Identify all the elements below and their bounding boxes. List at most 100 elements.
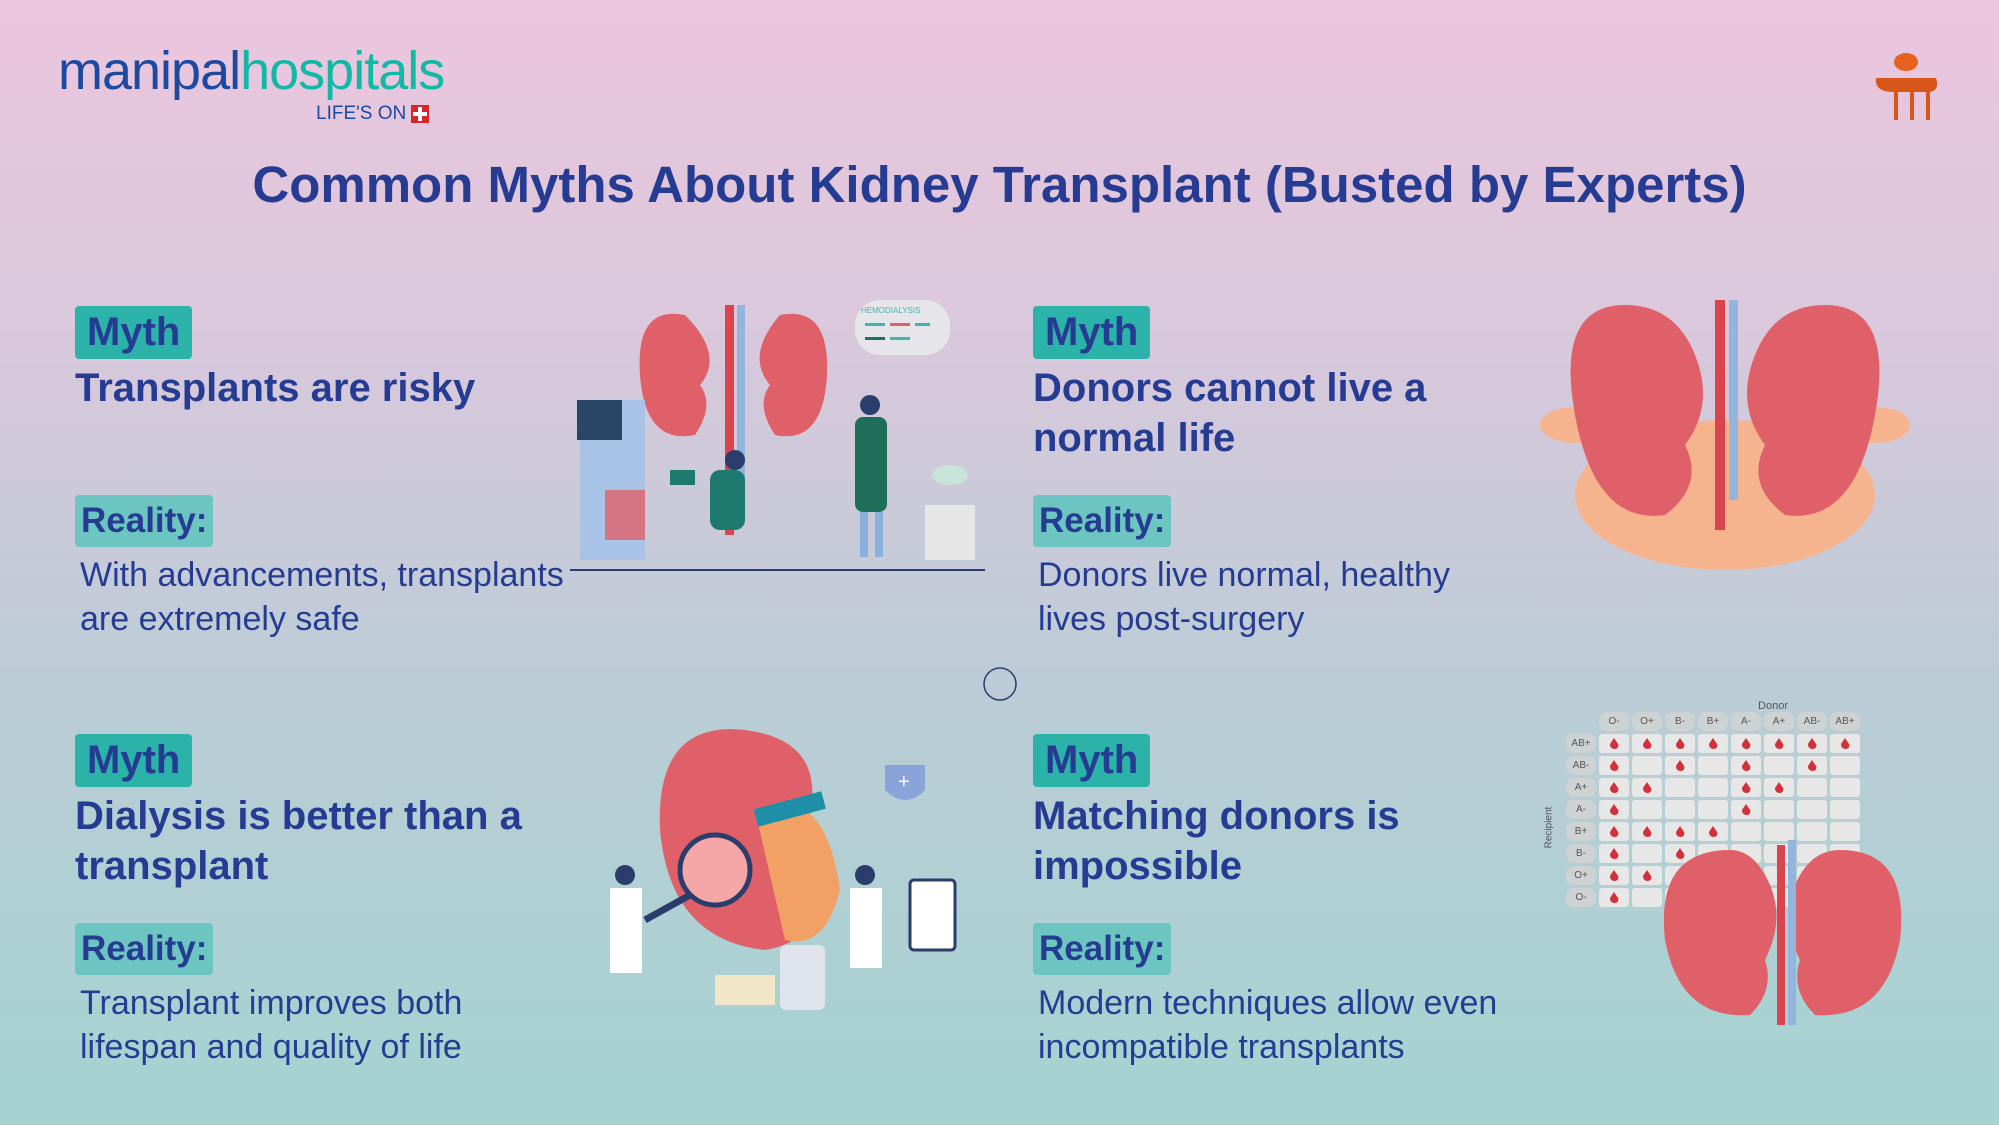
compat-cell [1665, 822, 1695, 841]
blood-drop-icon [1609, 738, 1619, 749]
reality-badge: Reality: [75, 495, 214, 547]
myth-text: Donors cannot live a normal life [1033, 366, 1427, 460]
compat-cell [1632, 888, 1662, 907]
myth-text: Dialysis is better than a transplant [75, 794, 522, 888]
compat-cell [1764, 778, 1794, 797]
donor-axis-label: Donor [1758, 700, 1788, 712]
donor-header: AB- [1797, 712, 1827, 731]
hemodialysis-illustration: HEMODIALYSIS [570, 300, 985, 571]
compat-cell [1731, 756, 1761, 775]
compat-cell [1599, 734, 1629, 753]
blood-drop-icon [1675, 826, 1685, 837]
blood-drop-icon [1609, 782, 1619, 793]
compat-cell [1797, 734, 1827, 753]
myth-badge: Myth [75, 306, 193, 359]
hemodialysis-label: HEMODIALYSIS [861, 306, 920, 315]
myth-text: Matching donors is impossible [1033, 794, 1400, 888]
blood-drop-icon [1708, 826, 1718, 837]
blood-drop-icon [1774, 782, 1784, 793]
compat-cell [1599, 756, 1629, 775]
compat-cell [1599, 844, 1629, 863]
recipient-header: AB+ [1566, 734, 1596, 753]
blood-drop-icon [1609, 826, 1619, 837]
compat-cell [1665, 800, 1695, 819]
blood-drop-icon [1741, 738, 1751, 749]
compat-cell [1731, 800, 1761, 819]
compat-cell [1830, 756, 1860, 775]
myth-text: Transplants are risky [75, 366, 476, 410]
reality-badge: Reality: [75, 923, 214, 975]
compat-cell [1599, 866, 1629, 885]
donor-header: A- [1731, 712, 1761, 731]
reality-text: Donors live normal, healthy lives post-s… [1038, 556, 1450, 638]
compat-cell [1731, 822, 1761, 841]
blood-drop-icon [1642, 782, 1652, 793]
donor-header: O- [1599, 712, 1629, 731]
compat-cell [1698, 822, 1728, 841]
blood-drop-icon [1675, 738, 1685, 749]
compat-cell [1731, 778, 1761, 797]
compat-cell [1764, 822, 1794, 841]
donor-header: O+ [1632, 712, 1662, 731]
compat-cell [1797, 800, 1827, 819]
blood-drop-icon [1840, 738, 1850, 749]
myth-card-2: Myth Donors cannot live a normal life Re… [1033, 306, 1503, 641]
cross-icon [411, 105, 430, 123]
compat-cell [1698, 800, 1728, 819]
compat-cell [1665, 844, 1695, 863]
recipient-header: AB- [1566, 756, 1596, 775]
donor-header: AB+ [1830, 712, 1860, 731]
myth-badge: Myth [1033, 734, 1151, 787]
compat-cell [1599, 778, 1629, 797]
compat-cell [1830, 822, 1860, 841]
donor-header: B+ [1698, 712, 1728, 731]
blood-drop-icon [1609, 804, 1619, 815]
compat-cell [1632, 778, 1662, 797]
brand-logo: manipalhospitals [58, 41, 445, 101]
compat-cell [1830, 778, 1860, 797]
brand-tagline: LIFE'S ON [316, 103, 430, 125]
compat-cell [1632, 756, 1662, 775]
compat-cell [1599, 822, 1629, 841]
blood-drop-icon [1609, 870, 1619, 881]
blood-drop-icon [1642, 738, 1652, 749]
kidneys-in-hands-illustration [1540, 300, 1910, 570]
page-title: Common Myths About Kidney Transplant (Bu… [252, 156, 1747, 213]
compat-cell [1797, 822, 1827, 841]
compat-cell [1665, 756, 1695, 775]
recipient-header: B- [1566, 844, 1596, 863]
compat-cell [1599, 888, 1629, 907]
recipient-header: A- [1566, 800, 1596, 819]
kidney-examination-illustration: + [610, 729, 957, 1010]
recipient-header: O+ [1566, 866, 1596, 885]
reality-badge: Reality: [1033, 923, 1172, 975]
secondary-logo-icon [1875, 53, 1938, 120]
myth-card-1: Myth Transplants are risky Reality: With… [75, 306, 595, 641]
reality-badge: Reality: [1033, 495, 1172, 547]
compat-cell [1632, 734, 1662, 753]
compat-cell [1797, 778, 1827, 797]
compat-cell [1698, 734, 1728, 753]
recipient-header: A+ [1566, 778, 1596, 797]
compat-cell [1632, 800, 1662, 819]
compat-cell [1632, 844, 1662, 863]
svg-text:+: + [898, 771, 910, 793]
myth-card-3: Myth Dialysis is better than a transplan… [75, 734, 595, 1069]
blood-drop-icon [1609, 848, 1619, 859]
blood-drop-icon [1675, 848, 1685, 859]
myth-card-4: Myth Matching donors is impossible Reali… [1033, 734, 1553, 1069]
recipient-header: B+ [1566, 822, 1596, 841]
compat-cell [1698, 778, 1728, 797]
blood-drop-icon [1807, 760, 1817, 771]
carousel-indicator[interactable] [981, 665, 1019, 703]
compat-cell [1698, 756, 1728, 775]
compat-cell [1599, 800, 1629, 819]
chart-corner [1566, 712, 1596, 731]
blood-drop-icon [1741, 782, 1751, 793]
blood-drop-icon [1708, 738, 1718, 749]
reality-text: Transplant improves both lifespan and qu… [80, 984, 463, 1066]
blood-drop-icon [1609, 760, 1619, 771]
compat-cell [1665, 778, 1695, 797]
blood-drop-icon [1609, 892, 1619, 903]
blood-drop-icon [1774, 738, 1784, 749]
